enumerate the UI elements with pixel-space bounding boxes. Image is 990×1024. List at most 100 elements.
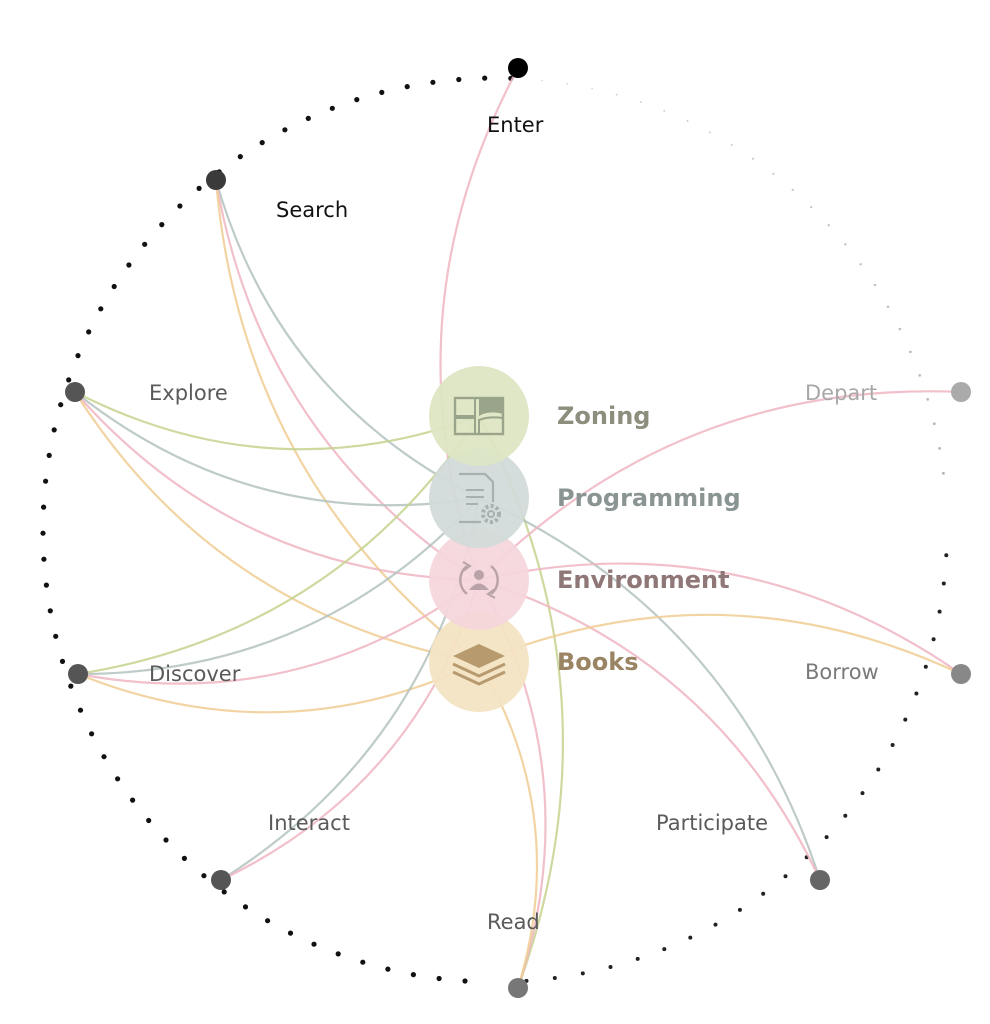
ring-dot bbox=[58, 402, 64, 408]
ring-dot bbox=[59, 658, 66, 665]
ring-dot bbox=[615, 93, 618, 96]
ring-dot bbox=[876, 767, 881, 772]
ring-dot bbox=[886, 305, 890, 308]
ring-dot bbox=[142, 241, 148, 247]
ring-dot bbox=[360, 959, 366, 965]
environment-person-cycle-icon bbox=[459, 561, 499, 599]
hub-zoning bbox=[429, 366, 529, 466]
hub-environment bbox=[429, 530, 529, 630]
ring-dot bbox=[77, 707, 84, 713]
ring-dot bbox=[43, 478, 49, 484]
ring-dot bbox=[89, 731, 95, 737]
ring-dot bbox=[737, 907, 742, 912]
ring-dot bbox=[456, 76, 462, 83]
stage-node-explore bbox=[65, 382, 85, 402]
ring-dot bbox=[663, 109, 666, 112]
ring-dot bbox=[730, 143, 733, 147]
stage-node-depart bbox=[951, 382, 971, 402]
stage-label-read: Read bbox=[487, 910, 540, 934]
ring-dot bbox=[86, 329, 92, 335]
ring-dot bbox=[282, 127, 288, 133]
link-borrow-books bbox=[478, 613, 962, 675]
programming-document-gear-icon bbox=[459, 472, 501, 524]
stage-node-interact bbox=[211, 870, 231, 890]
link-explore-environment bbox=[74, 391, 480, 582]
ring-dot bbox=[713, 922, 718, 927]
ring-dot bbox=[430, 79, 436, 85]
stage-label-search: Search bbox=[276, 198, 349, 222]
ring-dot bbox=[566, 82, 569, 85]
ring-dot bbox=[130, 797, 136, 803]
stage-node-search bbox=[206, 170, 226, 190]
ring-dot bbox=[75, 353, 81, 359]
ring-dot bbox=[482, 75, 488, 81]
link-borrow-environment bbox=[478, 562, 962, 675]
ring-dot bbox=[51, 427, 57, 433]
ring-dot bbox=[898, 327, 902, 331]
ring-dot bbox=[941, 581, 946, 586]
books-stack-icon bbox=[452, 644, 506, 686]
ring-dot bbox=[265, 918, 271, 924]
hub-label-programming: Programming bbox=[557, 484, 741, 512]
link-search-programming bbox=[214, 179, 480, 499]
ring-dot bbox=[923, 664, 928, 669]
link-explore-books bbox=[74, 391, 480, 664]
ring-dot bbox=[410, 972, 416, 978]
ring-dot bbox=[591, 87, 593, 90]
stage-node-discover bbox=[68, 664, 88, 684]
ring-dot bbox=[890, 743, 895, 747]
ring-dot bbox=[860, 791, 865, 796]
hub-circles bbox=[429, 366, 529, 712]
ring-dot bbox=[436, 975, 442, 982]
hub-books bbox=[429, 612, 529, 712]
ring-dot bbox=[259, 140, 265, 146]
ring-dot bbox=[810, 205, 813, 209]
link-search-environment bbox=[214, 179, 480, 581]
ring-dot bbox=[926, 398, 930, 401]
link-participate-environment bbox=[478, 578, 821, 881]
ring-dot bbox=[385, 966, 391, 972]
ring-dot bbox=[931, 637, 936, 642]
ring-dot bbox=[181, 855, 187, 862]
ring-dot bbox=[751, 157, 755, 160]
ring-dot bbox=[580, 971, 585, 976]
ring-dot bbox=[126, 262, 132, 268]
ring-dot bbox=[311, 941, 317, 947]
ring-dot bbox=[305, 115, 311, 121]
ring-dot bbox=[783, 874, 788, 879]
outer-ring-dots bbox=[40, 75, 949, 984]
ring-dot bbox=[873, 283, 877, 287]
stage-label-participate: Participate bbox=[656, 811, 769, 835]
ring-dot bbox=[177, 203, 183, 209]
hub-label-environment: Environment bbox=[557, 566, 730, 594]
ring-dot bbox=[844, 243, 847, 246]
ring-dot bbox=[335, 951, 341, 957]
ring-dot bbox=[944, 553, 949, 558]
ring-dot bbox=[903, 717, 908, 722]
link-discover-environment bbox=[77, 579, 480, 685]
ring-dot bbox=[824, 835, 829, 840]
ring-dot bbox=[43, 582, 50, 588]
ring-dot bbox=[686, 120, 689, 122]
ring-dot bbox=[662, 947, 667, 952]
ring-dot bbox=[221, 889, 227, 895]
stage-node-read bbox=[508, 978, 528, 998]
ring-dot bbox=[115, 776, 121, 782]
ring-dot bbox=[237, 154, 243, 160]
ring-dot bbox=[47, 608, 53, 614]
ring-dot bbox=[941, 471, 945, 475]
ring-dot bbox=[639, 101, 642, 104]
ring-dot bbox=[827, 224, 830, 227]
ring-dot bbox=[329, 105, 335, 111]
ring-dot bbox=[201, 873, 207, 879]
ring-dot bbox=[462, 978, 468, 984]
ring-dot bbox=[98, 306, 104, 312]
link-discover-programming bbox=[77, 497, 480, 676]
stage-node-enter bbox=[508, 58, 528, 78]
link-depart-environment bbox=[478, 390, 962, 581]
stage-label-discover: Discover bbox=[149, 662, 241, 686]
hub-programming bbox=[429, 448, 529, 548]
hub-label-zoning: Zoning bbox=[557, 402, 651, 430]
ring-dot bbox=[938, 447, 941, 450]
